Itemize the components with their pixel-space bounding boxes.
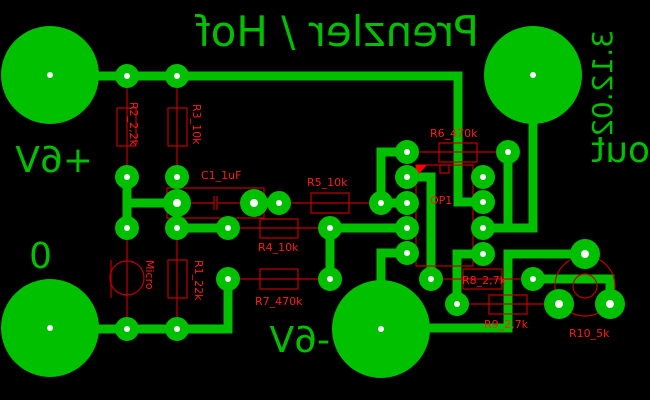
r5-body	[310, 192, 350, 214]
drill-hole	[124, 73, 130, 79]
drill-hole	[581, 250, 589, 258]
drill-hole	[530, 276, 536, 282]
drill-hole	[505, 149, 511, 155]
drill-hole	[174, 326, 180, 332]
label-micro: Micro	[143, 260, 156, 290]
drill-hole	[404, 200, 410, 206]
terminal-label-negative: -6V	[269, 320, 330, 361]
terminal-label-positive: +6V	[15, 140, 93, 181]
drill-hole	[174, 174, 180, 180]
drill-hole	[124, 225, 130, 231]
drill-hole	[606, 300, 614, 308]
drill-hole	[124, 174, 130, 180]
r3-body	[167, 107, 188, 147]
drill-hole	[404, 250, 410, 256]
label-r7: R7_470k	[255, 295, 303, 308]
r6-body	[438, 142, 478, 163]
silkscreen	[109, 76, 616, 329]
label-c1: C1_1uF	[201, 169, 241, 182]
r8-body	[462, 268, 503, 290]
r1-body	[167, 259, 188, 299]
drill-hole	[327, 276, 333, 282]
label-r6: R6_470k	[430, 127, 478, 140]
drill-hole	[276, 200, 282, 206]
op1-outline	[415, 164, 474, 267]
label-op1: OP1	[430, 194, 452, 207]
label-r3: R3_10k	[190, 104, 203, 145]
terminal-label-output: out	[591, 130, 650, 171]
drill-hole	[404, 174, 410, 180]
drill-hole	[327, 225, 333, 231]
drill-hole	[480, 225, 486, 231]
r4-body	[259, 218, 299, 239]
drill-hole	[428, 276, 434, 282]
label-r1: R1_22k	[192, 260, 205, 301]
drill-hole	[555, 300, 563, 308]
drill-hole	[173, 199, 181, 207]
terminal-label-ground: 0	[29, 236, 52, 277]
microphone-symbol	[109, 260, 145, 296]
drill-hole	[404, 149, 410, 155]
label-r9: R9_2,7k	[484, 318, 529, 331]
terminal-pads	[1, 26, 582, 378]
drill-hole	[480, 251, 486, 257]
drill-hole	[404, 225, 410, 231]
component-pads	[115, 64, 625, 341]
drill-hole	[225, 276, 231, 282]
drill-hole	[124, 326, 130, 332]
drill-hole	[480, 199, 486, 205]
r7-body	[259, 268, 299, 290]
label-r10: R10_5k	[569, 327, 610, 340]
board-title: Prenzler / Hof	[195, 7, 479, 56]
drill-hole	[225, 225, 231, 231]
drill-hole	[480, 174, 486, 180]
drill-hole	[250, 199, 258, 207]
label-r5: R5_10k	[307, 176, 348, 189]
drill-hole	[378, 200, 384, 206]
board-date: 3.12.02	[586, 30, 619, 137]
drill-hole	[454, 301, 460, 307]
drill-hole	[174, 225, 180, 231]
r9-body	[488, 294, 528, 315]
label-r4: R4_10k	[258, 241, 299, 254]
r2-body	[116, 107, 137, 147]
drill-hole	[174, 73, 180, 79]
label-r2: R2_2,2k	[127, 102, 140, 147]
label-r8: R8_2,7k	[462, 274, 507, 287]
